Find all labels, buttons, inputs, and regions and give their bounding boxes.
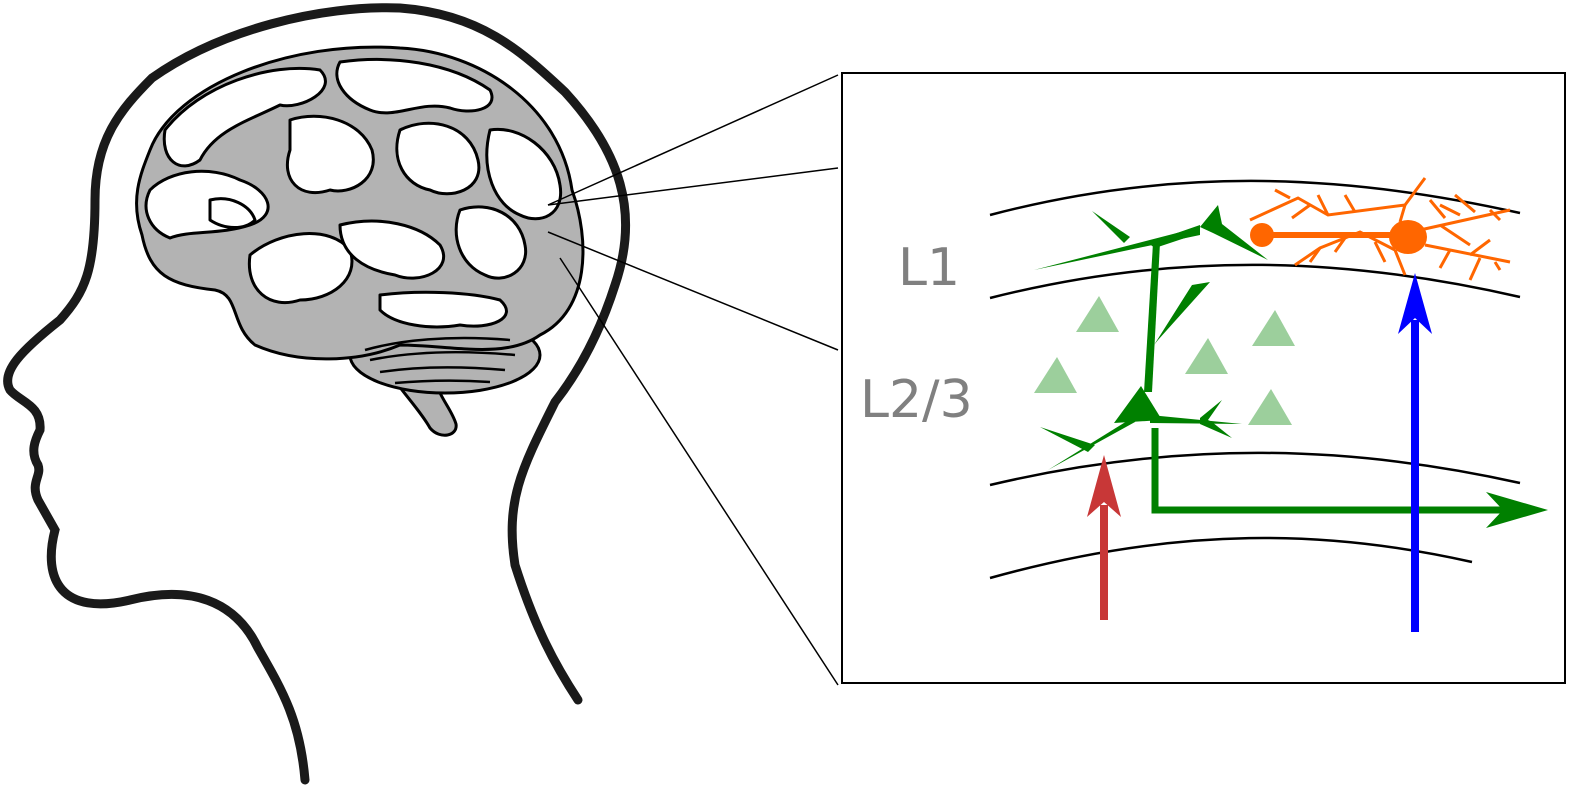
axon-arrow-shaft [1151,428,1505,514]
soma [1114,386,1162,423]
bottom-up-input-arrow [1087,455,1121,620]
gyri [144,57,563,329]
cerebrum [135,45,585,361]
neighbor-pyramidal-cells [1034,296,1295,425]
cell-triangle [1248,389,1292,425]
cortex-inset-frame [841,72,1566,684]
cell-triangle [1076,296,1119,332]
cerebellum-folds [364,336,516,385]
top-down-input-arrow [1398,273,1432,632]
head-outline [3,3,631,785]
cell-triangle [1252,310,1295,346]
zoom-lines [547,74,839,686]
interneuron-bouton [1250,223,1274,247]
brain-illustration [135,45,585,437]
cell-triangle [1185,338,1228,374]
cell-triangle [1034,357,1077,393]
interneuron [1249,177,1511,281]
pyramidal-neuron [1034,205,1548,528]
layer-label-l1: L1 [898,238,960,298]
axon-arrowhead [1486,492,1548,528]
layer-label-l23: L2/3 [860,370,973,430]
interneuron-soma [1389,220,1427,254]
